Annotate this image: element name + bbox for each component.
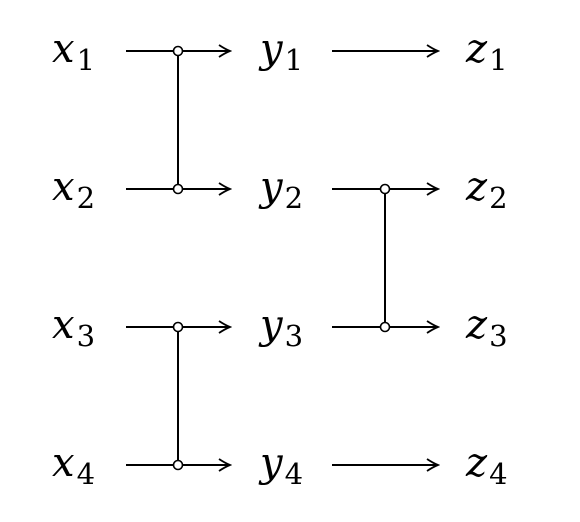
label-y2: y2 bbox=[258, 164, 303, 215]
label-z1: z1 bbox=[465, 26, 508, 77]
label-x4: x4 bbox=[52, 440, 95, 491]
comparator-stage2-rows-2-3 bbox=[379, 183, 391, 333]
label-y1: y1 bbox=[258, 26, 303, 77]
label-x2: x2 bbox=[52, 164, 95, 215]
label-x3: x3 bbox=[52, 302, 95, 353]
label-z2: z2 bbox=[465, 164, 508, 215]
label-z4: z4 bbox=[465, 440, 508, 491]
comparator-node-top bbox=[172, 321, 184, 333]
comparator-stage1-rows-1-2 bbox=[172, 45, 184, 195]
label-y3: y3 bbox=[258, 302, 303, 353]
comparator-node-top bbox=[379, 183, 391, 195]
comparator-node-top bbox=[172, 45, 184, 57]
comparator-node-bottom bbox=[172, 183, 184, 195]
comparator-node-bottom bbox=[172, 459, 184, 471]
label-y4: y4 bbox=[258, 440, 303, 491]
label-z3: z3 bbox=[465, 302, 508, 353]
comparator-node-bottom bbox=[379, 321, 391, 333]
comparator-stage1-rows-3-4 bbox=[172, 321, 184, 471]
label-x1: x1 bbox=[52, 26, 95, 77]
